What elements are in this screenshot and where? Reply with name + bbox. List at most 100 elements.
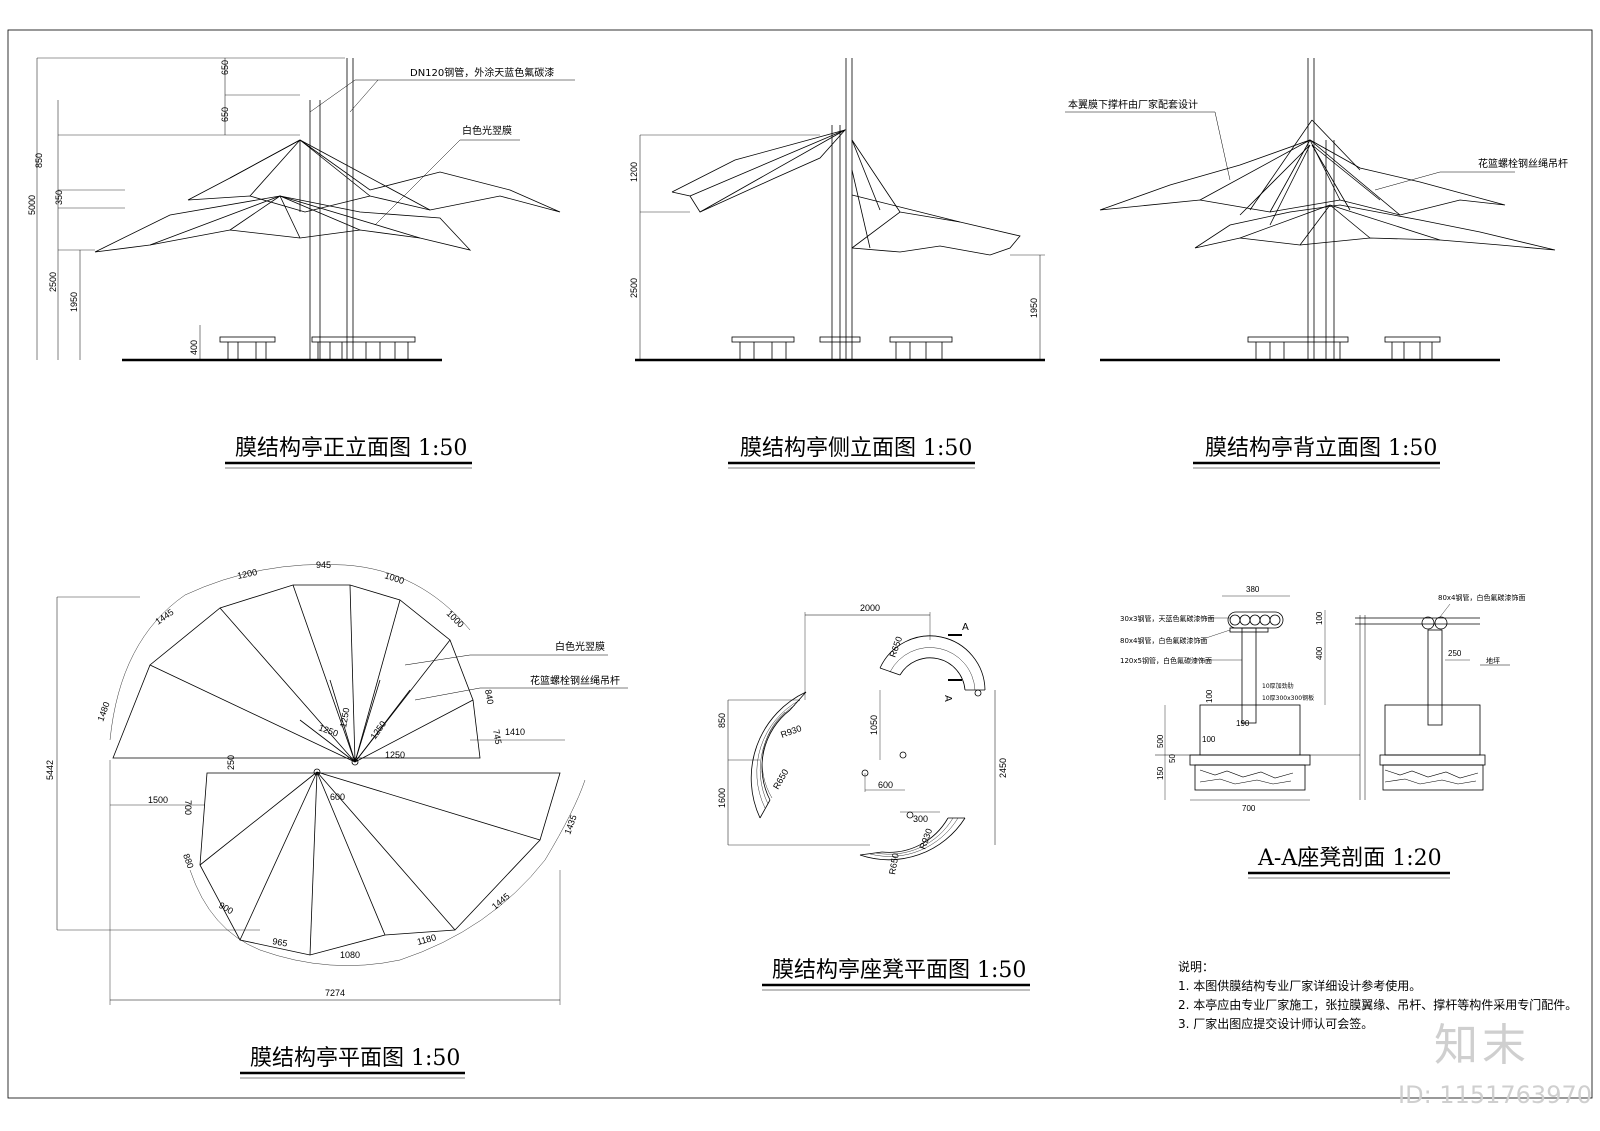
dim-sec-100c: 100 <box>1202 735 1216 744</box>
dim-front-650b: 650 <box>220 107 230 122</box>
dim-bench-r930b: R930 <box>917 827 934 851</box>
label-rope: 花篮螺栓钢丝绳吊杆 <box>1478 157 1568 170</box>
label-sec-2: 80x4钢管，白色氟碳漆饰面 <box>1120 636 1208 645</box>
dim-plan-880: 880 <box>181 852 196 870</box>
title-back-elevation: 膜结构亭背立面图 1:50 <box>1205 436 1437 461</box>
note-item-1: 1. 本图供膜结构专业厂家详细设计参考使用。 <box>1178 979 1422 993</box>
dim-plan-1250a: 1250 <box>317 722 339 738</box>
bench-plan <box>727 612 996 861</box>
label-sec-4: 80x4钢管，白色氟碳漆饰面 <box>1438 593 1526 602</box>
dim-side-1950: 1950 <box>1029 298 1039 318</box>
dim-plan-5442: 5442 <box>45 760 55 780</box>
bench-section <box>1155 595 1510 801</box>
label-plan-membrane: 白色光翌膜 <box>555 640 605 653</box>
dim-plan-1445b: 1445 <box>490 891 512 912</box>
front-elevation-text: 650 650 850 350 5000 2500 1950 400 DN120… <box>27 60 554 469</box>
dim-plan-700: 700 <box>183 800 193 815</box>
dim-bench-1050: 1050 <box>869 715 879 735</box>
label-sec-7: 地坪 <box>1486 656 1500 665</box>
dim-plan-1000b: 1000 <box>445 608 466 629</box>
dim-side-2500: 2500 <box>629 278 639 298</box>
side-elevation-text: 1200 2500 1950 膜结构亭侧立面图 1:50 <box>629 162 1039 469</box>
title-section: A-A座凳剖面 1:20 <box>1257 846 1442 871</box>
dim-bench-r650b: R650 <box>887 852 901 875</box>
front-elevation <box>36 57 575 362</box>
dim-bench-r930a: R930 <box>779 723 803 740</box>
dim-front-2500: 2500 <box>48 272 58 292</box>
dim-front-350: 350 <box>54 190 64 205</box>
label-membrane: 白色光翌膜 <box>462 124 512 137</box>
dim-sec-100a: 100 <box>1315 611 1324 625</box>
dim-plan-1480: 1480 <box>95 700 111 722</box>
section-mark-top: A <box>962 622 969 633</box>
dim-sec-50: 50 <box>1168 754 1177 763</box>
dim-plan-945: 945 <box>316 560 331 570</box>
bench-section-text: 30x3钢管，天蓝色氟碳漆饰面 80x4钢管，白色氟碳漆饰面 120x5钢管，白… <box>1120 585 1526 879</box>
notes-heading: 说明： <box>1178 960 1215 974</box>
dim-bench-850: 850 <box>717 713 727 728</box>
title-bench-plan: 膜结构亭座凳平面图 1:50 <box>772 958 1026 983</box>
dim-plan-745: 745 <box>491 729 503 746</box>
dim-bench-r650a: R650 <box>771 767 790 791</box>
sheet-border <box>7 29 1593 1099</box>
dim-bench-300: 300 <box>913 814 928 824</box>
dim-plan-7274: 7274 <box>325 988 345 998</box>
dim-plan-965: 965 <box>272 936 289 948</box>
dim-sec-700: 700 <box>1242 804 1256 813</box>
dim-plan-1080: 1080 <box>340 950 360 960</box>
note-item-3: 3. 厂家出图应提交设计师认可会签。 <box>1178 1017 1374 1031</box>
label-support: 本翼膜下撑杆由厂家配套设计 <box>1068 98 1198 111</box>
watermark-id: ID: 1151763970 <box>1398 1081 1592 1109</box>
dim-plan-1500: 1500 <box>148 795 168 805</box>
label-sec-6: 10厚300x300钢板 <box>1262 694 1314 702</box>
dim-sec-150: 150 <box>1156 766 1165 780</box>
back-elevation <box>1065 58 1556 362</box>
dim-front-650a: 650 <box>220 60 230 75</box>
dim-plan-1250b: 1250 <box>338 707 351 728</box>
label-plan-rope: 花篮螺栓钢丝绳吊杆 <box>530 674 620 687</box>
label-steel-pipe: DN120钢管，外涂天蓝色氟碳漆 <box>410 66 554 79</box>
dim-plan-1200: 1200 <box>236 567 258 581</box>
dim-sec-250: 250 <box>1448 649 1462 658</box>
dim-sec-500: 500 <box>1156 734 1165 748</box>
dim-bench-2450: 2450 <box>998 758 1008 778</box>
dim-bench-2000: 2000 <box>860 603 880 613</box>
dim-front-1950: 1950 <box>69 292 79 312</box>
watermark-logo: 知末 <box>1434 1020 1530 1071</box>
dim-plan-1445: 1445 <box>153 607 175 627</box>
dim-plan-1180: 1180 <box>416 932 437 947</box>
label-sec-5: 10厚加劲肋 <box>1262 682 1294 690</box>
dim-sec-190: 190 <box>1236 719 1250 728</box>
dim-plan-600: 600 <box>330 792 345 802</box>
dim-plan-1410: 1410 <box>505 727 525 737</box>
bench-plan-text: 2000 850 1600 1050 600 2450 300 R930 R93… <box>717 603 1030 991</box>
dim-plan-900: 900 <box>217 900 235 916</box>
dim-sec-100b: 100 <box>1205 689 1214 703</box>
dim-bench-r650c: R650 <box>887 635 904 659</box>
dim-bench-1600: 1600 <box>717 788 727 808</box>
dim-plan-1435: 1435 <box>562 813 578 835</box>
title-plan: 膜结构亭平面图 1:50 <box>250 1046 460 1071</box>
dim-plan-840: 840 <box>483 689 495 706</box>
dim-plan-250: 250 <box>226 755 236 770</box>
dim-sec-400: 400 <box>1315 646 1324 660</box>
section-mark-bottom: A <box>942 695 953 702</box>
title-side-elevation: 膜结构亭侧立面图 1:50 <box>740 436 972 461</box>
membrane-plan-text: 1200 945 1000 1000 1445 1480 840 745 141… <box>45 560 620 1079</box>
dim-plan-1000a: 1000 <box>383 570 405 586</box>
side-elevation <box>635 58 1045 362</box>
notes: 说明： 1. 本图供膜结构专业厂家详细设计参考使用。 2. 本亭应由专业厂家施工… <box>1178 958 1577 1034</box>
title-front-elevation: 膜结构亭正立面图 1:50 <box>235 436 467 461</box>
dim-front-5000: 5000 <box>27 195 37 215</box>
note-item-2: 2. 本亭应由专业厂家施工，张拉膜翼缘、吊杆、撑杆等构件采用专门配件。 <box>1178 998 1578 1012</box>
label-sec-1: 30x3钢管，天蓝色氟碳漆饰面 <box>1120 614 1215 623</box>
dim-plan-1250d: 1250 <box>385 750 405 760</box>
back-elevation-text: 本翼膜下撑杆由厂家配套设计 花篮螺栓钢丝绳吊杆 膜结构亭背立面图 1:50 <box>1068 98 1568 469</box>
dim-sec-380: 380 <box>1246 585 1260 594</box>
dim-bench-600: 600 <box>878 780 893 790</box>
label-sec-3: 120x5钢管，白色氟碳漆饰面 <box>1120 656 1212 665</box>
dim-front-850: 850 <box>34 153 44 168</box>
membrane-plan <box>56 564 628 1005</box>
dim-front-400: 400 <box>189 340 199 355</box>
